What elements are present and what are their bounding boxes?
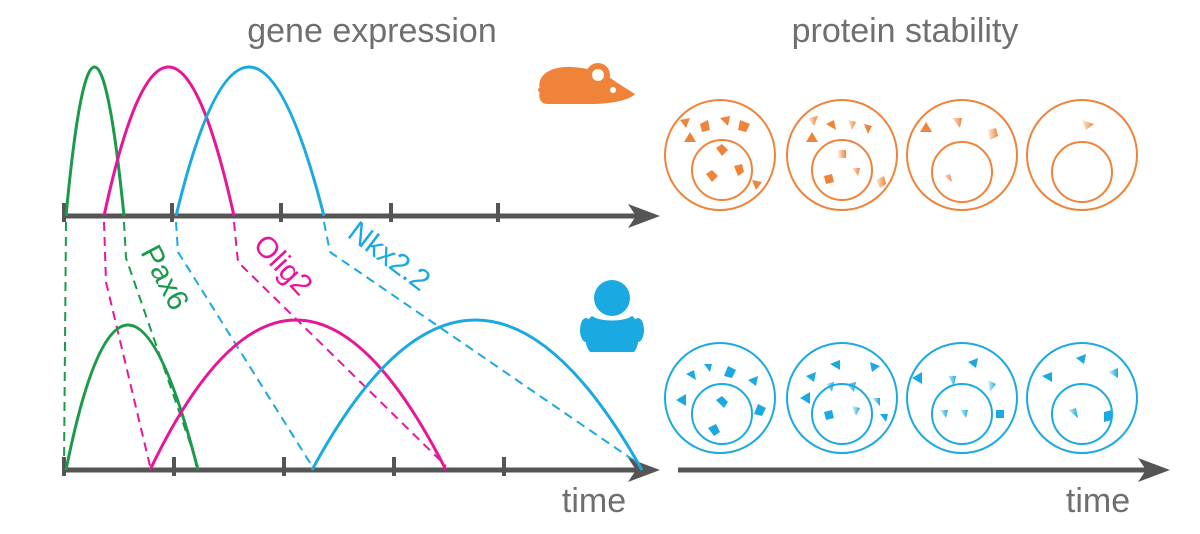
human-cell-2 xyxy=(786,342,898,454)
pax6-start-connector xyxy=(63,221,67,467)
mouse-expression-panel xyxy=(62,65,660,228)
protein-time-axis: time xyxy=(678,458,1170,520)
human-cell-1 xyxy=(664,342,776,454)
nkx22-end-connector xyxy=(323,221,643,467)
human-cell-3 xyxy=(906,342,1018,454)
human-cells xyxy=(664,342,1138,454)
left-time-label: time xyxy=(562,482,626,520)
right-time-label: time xyxy=(1066,482,1130,520)
human-olig2-curve xyxy=(148,318,448,471)
pax6-label: Pax6 xyxy=(134,240,195,316)
olig2-start-connector xyxy=(103,221,151,467)
mouse-cells xyxy=(664,99,1138,211)
nkx22-label: Nkx2.2 xyxy=(342,215,436,298)
olig2-label: Olig2 xyxy=(247,228,319,302)
mouse-cell-1 xyxy=(664,99,776,211)
protein-stability-title: protein stability xyxy=(792,12,1019,50)
human-nkx22-curve xyxy=(310,318,644,471)
human-expression-panel: time xyxy=(62,318,660,520)
human-axis-arrowhead xyxy=(628,458,660,482)
human-pax6-curve xyxy=(64,323,200,471)
mouse-cell-4 xyxy=(1026,99,1138,211)
mouse-axis-ticks xyxy=(62,203,500,222)
mouse-cell-3 xyxy=(906,99,1018,211)
human-axis-ticks xyxy=(62,457,506,476)
mouse-pax6-curve xyxy=(64,65,126,217)
mouse-olig2-curve xyxy=(102,65,236,217)
pax6-end-connector xyxy=(123,221,199,467)
human-icon xyxy=(580,280,644,352)
mouse-nkx22-curve xyxy=(174,65,326,217)
mouse-axis-arrowhead xyxy=(628,204,660,228)
dashed-connectors xyxy=(63,221,643,467)
mouse-icon xyxy=(538,63,635,104)
protein-axis-arrowhead xyxy=(1138,458,1170,482)
human-cell-4 xyxy=(1026,342,1138,454)
mouse-cell-2 xyxy=(786,99,898,211)
gene-expression-title: gene expression xyxy=(247,12,497,50)
nkx22-start-connector xyxy=(175,221,313,467)
